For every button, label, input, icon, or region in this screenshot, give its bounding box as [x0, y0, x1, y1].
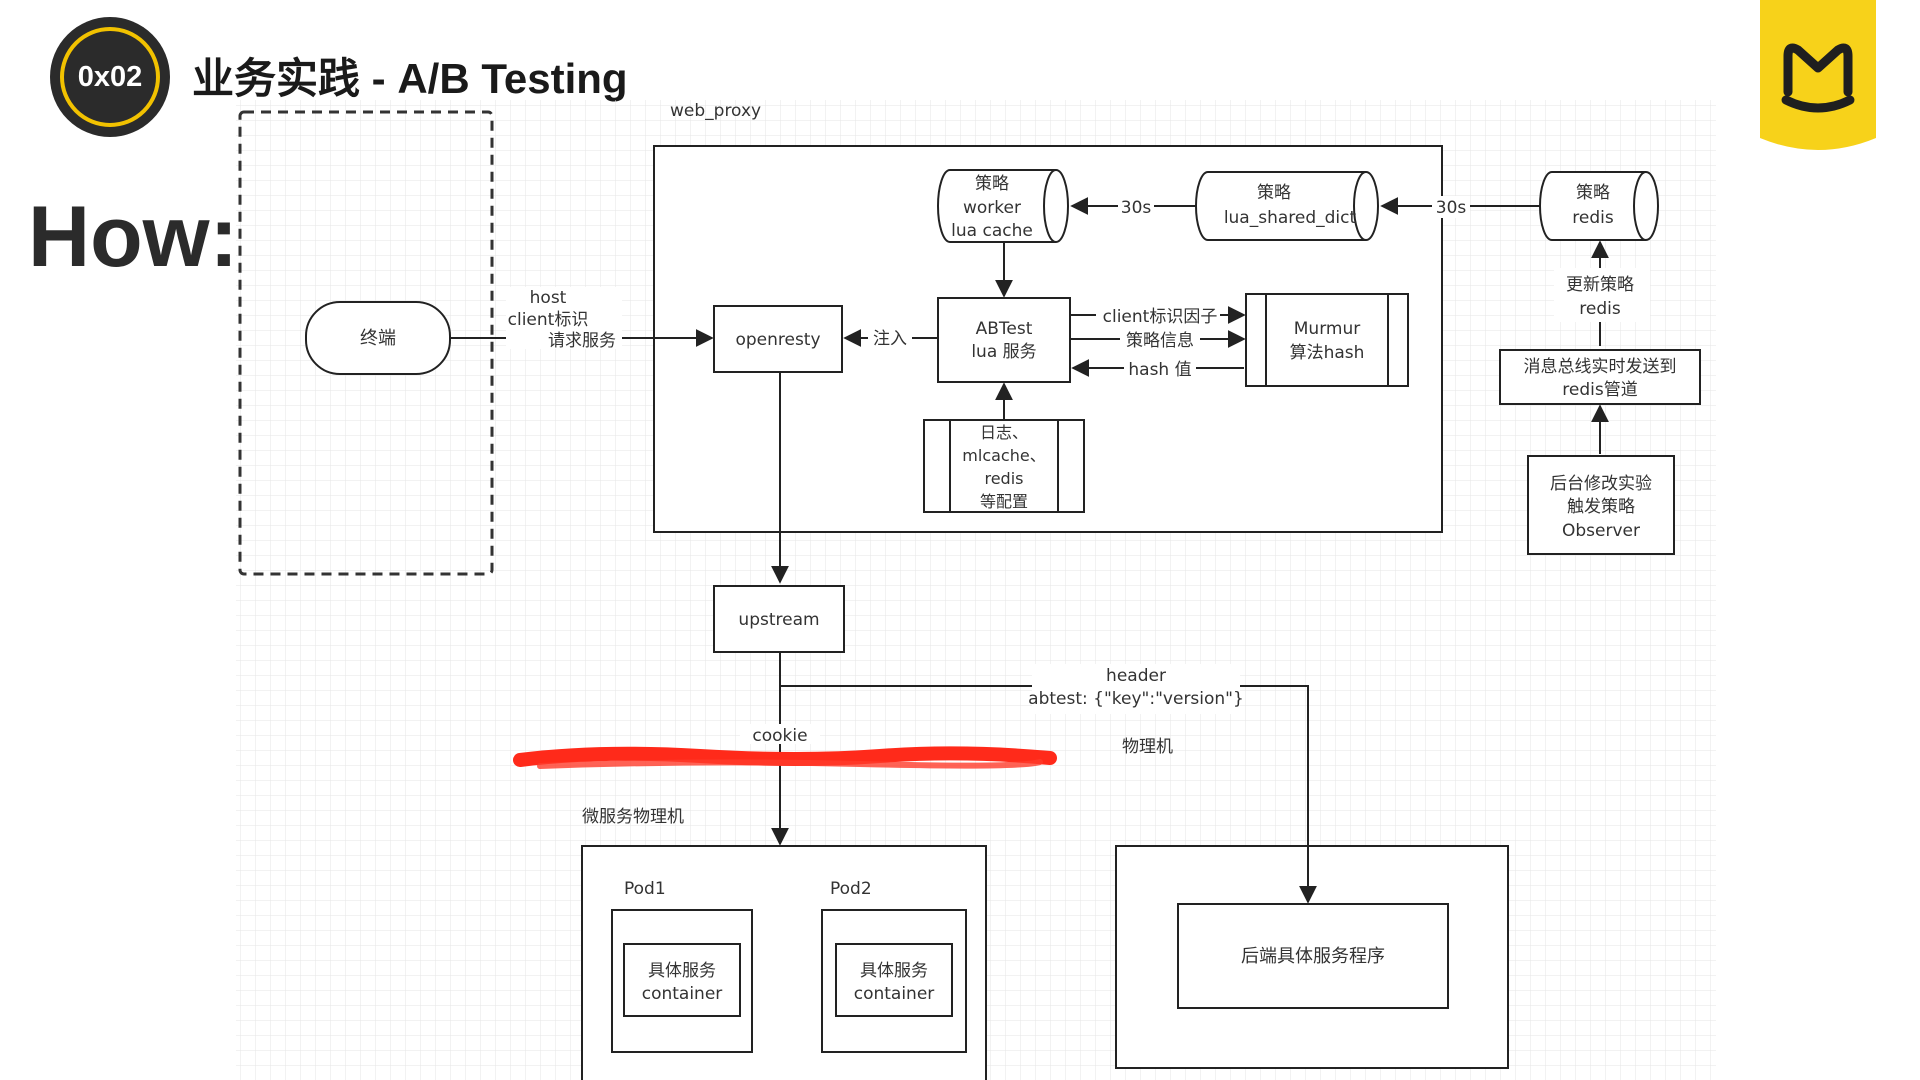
murmur-node [1245, 293, 1409, 387]
diagram-text: 策略信息 [1126, 331, 1194, 351]
diagram-text: 更新策略 [1566, 275, 1634, 295]
diagram-text: Pod1 [624, 879, 666, 899]
micro-physical-label: 微服务物理机 [582, 807, 684, 827]
diagram-text: 日志、 [980, 423, 1028, 442]
diagram-text: 后台修改实验 [1550, 474, 1652, 494]
diagram-text: 具体服务 [860, 961, 928, 981]
diagram-text: redis [984, 469, 1023, 488]
diagram-text: header [1106, 666, 1166, 686]
observer-node [1527, 455, 1675, 555]
web-proxy-label: web_proxy [670, 101, 761, 121]
diagram-text: hash 值 [1128, 360, 1191, 380]
diagram-text: Observer [1562, 521, 1640, 541]
service1-box [623, 943, 741, 1017]
section-badge: 0x02 [50, 17, 170, 137]
diagram-text: worker [963, 198, 1021, 218]
diagram-text: 算法hash [1290, 343, 1365, 363]
abtest-label-2: lua 服务 [971, 342, 1036, 362]
abtest-node [937, 297, 1071, 383]
diagram-text: 等配置 [980, 492, 1028, 511]
diagram-text: redis管道 [1562, 380, 1637, 400]
diagram-text: 策略 [1257, 183, 1291, 203]
terminal-label: 终端 [360, 328, 396, 349]
backend-service-label: 后端具体服务程序 [1241, 946, 1385, 967]
diagram-text: 策略 [975, 174, 1009, 194]
diagram-text: client标识因子 [1103, 307, 1218, 327]
abtest-label-1: ABTest [976, 319, 1033, 339]
message-bus-node [1499, 349, 1701, 405]
diagram-text: lua cache [951, 221, 1033, 241]
diagram-text: cookie [752, 726, 807, 746]
interval-label-1: 30s [1121, 198, 1152, 218]
brand-logo-icon [1760, 0, 1876, 150]
diagram-text: abtest: {"key":"version"} [1028, 689, 1244, 709]
backend-service-box [1177, 903, 1449, 1009]
slide-title: 业务实践 - A/B Testing [192, 55, 628, 102]
inject-label: 注入 [873, 329, 907, 349]
diagram-text: redis [1579, 299, 1621, 319]
interval-label-2: 30s [1436, 198, 1467, 218]
red-highlight-mark [513, 746, 1057, 767]
diagram-text: 消息总线实时发送到 [1524, 357, 1677, 377]
physical-machine-label: 物理机 [1122, 737, 1173, 757]
diagram-text: mlcache、 [962, 446, 1045, 465]
how-heading: How: [28, 189, 239, 285]
diagram-text: Murmur [1294, 319, 1360, 339]
diagram-text: container [854, 984, 935, 1004]
diagram-text: lua_shared_dict [1224, 208, 1357, 228]
diagram-text: Pod2 [830, 879, 872, 899]
diagram-text: redis [1572, 208, 1614, 228]
request-service-label: 请求服务 [548, 331, 616, 351]
client-region [238, 110, 494, 576]
client-id-label: client标识 [508, 310, 589, 330]
section-number: 0x02 [60, 27, 160, 127]
diagram-text: container [642, 984, 723, 1004]
service2-box [835, 943, 953, 1017]
openresty-label: openresty [735, 330, 820, 350]
diagram-text: 触发策略 [1567, 497, 1635, 517]
upstream-label: upstream [738, 610, 819, 630]
openresty-node [713, 305, 843, 373]
upstream-node [713, 585, 845, 653]
diagram-text: 策略 [1576, 183, 1610, 203]
diagram-text: 具体服务 [648, 961, 716, 981]
host-label: host [530, 288, 567, 308]
